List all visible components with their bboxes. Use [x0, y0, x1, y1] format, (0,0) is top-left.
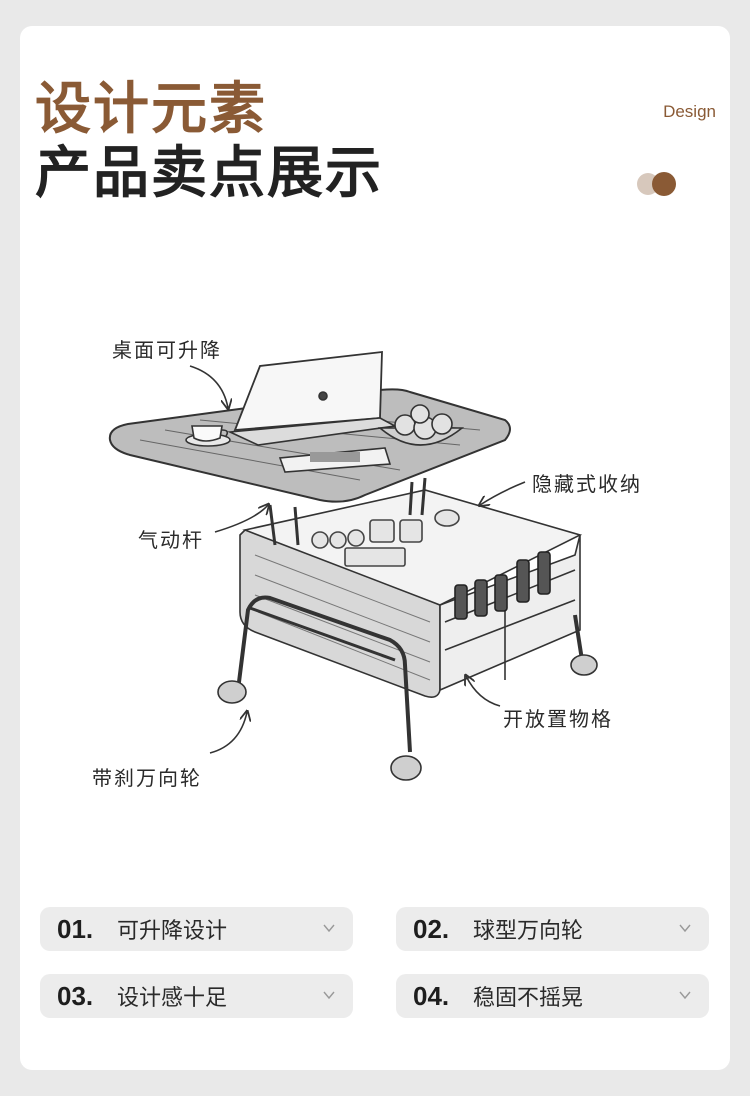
page-title-line1: 设计元素: [35, 77, 267, 142]
chevron-down-icon: [679, 991, 691, 1000]
feature-pill-2[interactable]: 02. 球型万向轮: [396, 907, 709, 951]
feature-label: 设计感十足: [117, 986, 228, 1011]
chevron-down-icon: [679, 924, 691, 933]
callout-brake-wheels: 带刹万向轮: [92, 766, 202, 790]
chevron-down-icon: [323, 991, 335, 1000]
feature-pill-4[interactable]: 04. 稳固不摇晃: [396, 974, 709, 1018]
feature-pill-1[interactable]: 01. 可升降设计: [40, 907, 353, 951]
callout-lift-top: 桌面可升降: [112, 338, 222, 362]
feature-number: 02.: [413, 913, 450, 944]
feature-label: 稳固不摇晃: [473, 986, 584, 1011]
feature-number: 01.: [57, 913, 94, 944]
callout-open-shelf: 开放置物格: [503, 707, 613, 731]
callout-gas-strut: 气动杆: [138, 528, 204, 552]
toggle-dots-icon: [637, 172, 677, 196]
page-title-line2: 产品卖点展示: [35, 141, 383, 206]
feature-number: 04.: [413, 980, 450, 1011]
callout-hidden-storage: 隐藏式收纳: [532, 472, 642, 496]
feature-pill-3[interactable]: 03. 设计感十足: [40, 974, 353, 1018]
design-tag: Design: [663, 102, 716, 121]
feature-number: 03.: [57, 980, 94, 1011]
chevron-down-icon: [323, 924, 335, 933]
feature-label: 可升降设计: [117, 919, 228, 944]
feature-label: 球型万向轮: [473, 919, 584, 944]
